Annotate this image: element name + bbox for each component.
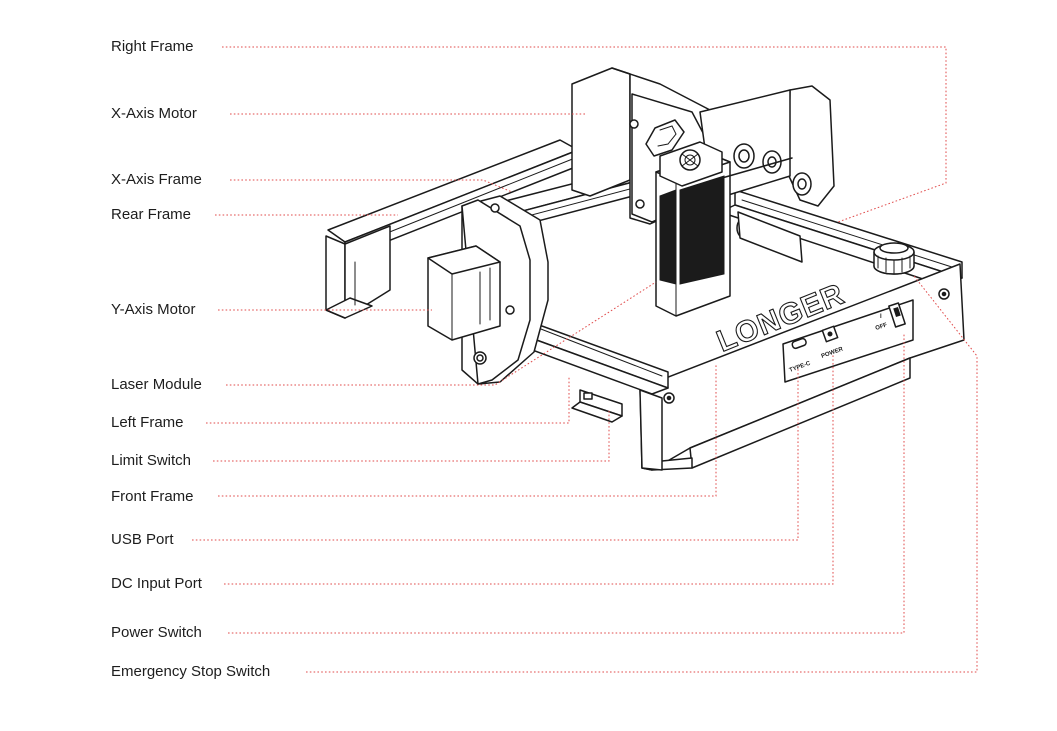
label-y-axis-motor: Y-Axis Motor (111, 301, 196, 318)
leader-dc-input-port (224, 354, 834, 585)
leader-emergency-stop-switch (306, 275, 978, 673)
label-power-switch: Power Switch (111, 624, 202, 641)
leader-power-switch (228, 334, 905, 634)
label-front-frame: Front Frame (111, 488, 194, 505)
engraver-illustration: LONGER TYPE-C POWER I OFF (325, 67, 965, 471)
label-dc-input-port: DC Input Port (111, 575, 202, 592)
leader-limit-switch (213, 410, 610, 462)
y-axis-motor (427, 195, 549, 385)
leader-usb-port (192, 368, 799, 541)
rear-left-leg (325, 225, 391, 319)
power-switch-on-marking: I (880, 314, 882, 320)
label-rear-frame: Rear Frame (111, 206, 192, 223)
emergency-stop-knob (873, 242, 915, 275)
power-switch-off-marking: OFF (875, 322, 889, 332)
front-frame-plate (639, 263, 965, 471)
limit-switch (571, 389, 623, 423)
label-laser-module: Laser Module (111, 376, 202, 393)
label-x-axis-frame: X-Axis Frame (111, 171, 202, 188)
leader-lines (192, 46, 978, 673)
label-x-axis-motor: X-Axis Motor (111, 105, 197, 122)
laser-module (655, 141, 793, 317)
label-limit-switch: Limit Switch (111, 452, 192, 469)
label-left-frame: Left Frame (111, 414, 184, 431)
leader-left-frame (206, 377, 570, 424)
label-usb-port: USB Port (111, 531, 174, 548)
leader-right-frame (222, 46, 947, 223)
leader-front-frame (218, 364, 717, 497)
label-right-frame: Right Frame (111, 38, 194, 55)
leader-x-axis-frame (230, 179, 513, 193)
rear-frame-rail (327, 139, 579, 259)
label-emergency-stop-switch: Emergency Stop Switch (111, 663, 271, 680)
leader-laser-module (226, 281, 657, 386)
